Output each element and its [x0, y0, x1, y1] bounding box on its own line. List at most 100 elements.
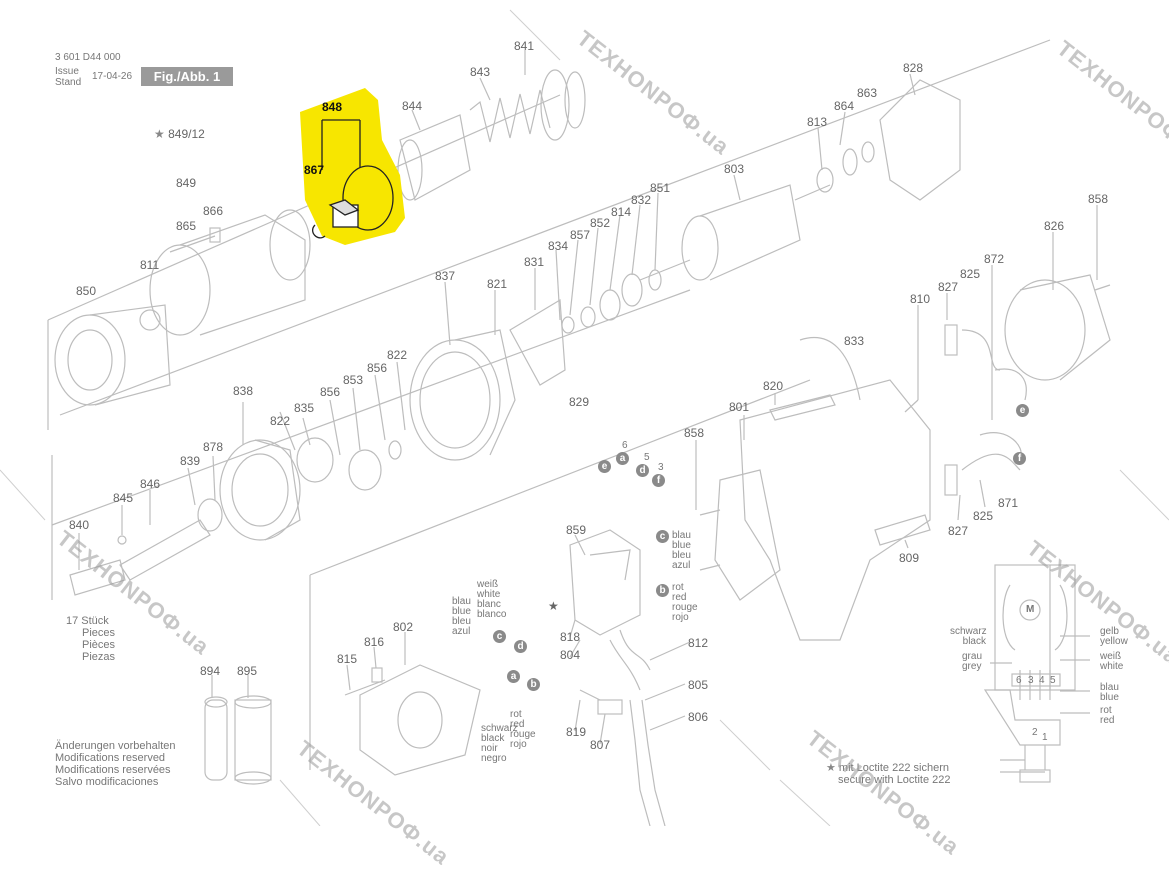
part-label-863[interactable]: 863: [857, 86, 878, 100]
part-label-804[interactable]: 804: [560, 648, 581, 662]
part-label-821[interactable]: 821: [487, 277, 508, 291]
part-label-807[interactable]: 807: [590, 738, 611, 752]
part-label-856-upper[interactable]: 856: [367, 361, 388, 375]
loctite-en: secure with Loctite 222: [838, 774, 951, 786]
part-label-859[interactable]: 859: [566, 523, 587, 537]
part-label-838[interactable]: 838: [233, 384, 254, 398]
schematic-black-label: schwarz black: [950, 626, 987, 647]
red-text: red: [1100, 715, 1115, 726]
issue-date: 17-04-26: [92, 71, 133, 82]
part-label-867[interactable]: 867: [304, 163, 325, 177]
part-label-831[interactable]: 831: [524, 255, 545, 269]
part-label-809[interactable]: 809: [899, 551, 920, 565]
part-label-849-12-text: 849/12: [168, 127, 205, 141]
changes-es: Salvo modificaciones: [55, 776, 159, 788]
part-label-803[interactable]: 803: [724, 162, 745, 176]
part-label-845[interactable]: 845: [113, 491, 134, 505]
part-label-812[interactable]: 812: [688, 636, 709, 650]
red-en: red: [510, 719, 525, 730]
blue-en: blue: [672, 540, 691, 551]
part-label-818[interactable]: 818: [560, 630, 581, 644]
part-label-826[interactable]: 826: [1044, 219, 1065, 233]
part-label-835[interactable]: 835: [294, 401, 315, 415]
pieces-note: 17 Stück Pieces Pièces Piezas: [66, 615, 115, 663]
red-es: rojo: [672, 612, 689, 623]
part-label-815[interactable]: 815: [337, 652, 358, 666]
part-label-866[interactable]: 866: [203, 204, 224, 218]
schematic-yellow-label: gelb yellow: [1100, 627, 1128, 647]
part-label-878[interactable]: 878: [203, 440, 224, 454]
part-label-822-lower[interactable]: 822: [270, 414, 291, 428]
part-label-825-bottom[interactable]: 825: [973, 509, 994, 523]
part-label-801[interactable]: 801: [729, 400, 750, 414]
part-number: 3 601 D44 000: [55, 52, 121, 63]
terminal-4: 4: [1039, 675, 1045, 686]
part-label-841[interactable]: 841: [514, 39, 535, 53]
part-label-850[interactable]: 850: [76, 284, 97, 298]
part-label-816[interactable]: 816: [364, 635, 385, 649]
part-label-894[interactable]: 894: [200, 664, 221, 678]
part-label-833[interactable]: 833: [844, 334, 865, 348]
part-label-820[interactable]: 820: [763, 379, 784, 393]
red-de: rot: [672, 582, 684, 593]
part-label-858-top[interactable]: 858: [1088, 192, 1109, 206]
part-label-832[interactable]: 832: [631, 193, 652, 207]
part-label-844[interactable]: 844: [402, 99, 423, 113]
rot-text: rot: [1100, 705, 1112, 716]
rotor-blue-label: blau blue bleu azul: [452, 597, 471, 637]
part-label-846[interactable]: 846: [140, 477, 161, 491]
part-label-853[interactable]: 853: [343, 373, 364, 387]
black-en: black: [481, 733, 505, 744]
loctite-de: mit Loctite 222 sichern: [838, 762, 949, 774]
motor-symbol: M: [1026, 604, 1035, 615]
part-label-848[interactable]: 848: [322, 100, 343, 114]
blue-fr: bleu: [452, 616, 471, 627]
part-label-825-top[interactable]: 825: [960, 267, 981, 281]
part-label-849-12[interactable]: ★ 849/12: [154, 128, 205, 140]
part-label-828[interactable]: 828: [903, 61, 924, 75]
pieces-en: Pieces: [82, 627, 116, 639]
wire-marker-d: d: [636, 464, 649, 477]
part-label-814[interactable]: 814: [611, 205, 632, 219]
part-label-865[interactable]: 865: [176, 219, 197, 233]
blue-de: blau: [672, 530, 691, 541]
part-label-858-bottom[interactable]: 858: [684, 426, 705, 440]
exploded-parts-diagram: 3 601 D44 000 Issue Stand 17-04-26 Fig./…: [0, 9, 1169, 870]
part-label-851[interactable]: 851: [650, 181, 671, 195]
part-label-819[interactable]: 819: [566, 725, 587, 739]
part-label-871[interactable]: 871: [998, 496, 1019, 510]
part-label-864[interactable]: 864: [834, 99, 855, 113]
part-label-827-bottom[interactable]: 827: [948, 524, 969, 538]
part-label-872[interactable]: 872: [984, 252, 1005, 266]
part-label-852[interactable]: 852: [590, 216, 611, 230]
part-label-843[interactable]: 843: [470, 65, 491, 79]
red-fr: rouge: [510, 729, 536, 740]
red-es: rojo: [510, 739, 527, 750]
part-label-856-lower[interactable]: 856: [320, 385, 341, 399]
grau-text: grau: [962, 651, 983, 662]
part-label-834[interactable]: 834: [548, 239, 569, 253]
part-label-813[interactable]: 813: [807, 115, 828, 129]
schwarz-text: schwarz: [950, 626, 987, 637]
part-label-811[interactable]: 811: [140, 258, 160, 272]
wire-marker-b: b: [656, 584, 669, 597]
part-label-895[interactable]: 895: [237, 664, 258, 678]
part-label-806[interactable]: 806: [688, 710, 709, 724]
blue-en: blue: [452, 606, 471, 617]
part-label-829[interactable]: 829: [569, 395, 590, 409]
terminal-3: 3: [1028, 675, 1034, 686]
part-label-837[interactable]: 837: [435, 269, 456, 283]
part-label-857[interactable]: 857: [570, 228, 591, 242]
part-label-810[interactable]: 810: [910, 292, 931, 306]
diagram-drawing: [0, 9, 1169, 826]
part-label-839[interactable]: 839: [180, 454, 201, 468]
pieces-fr: Pièces: [82, 639, 116, 651]
part-label-827-top[interactable]: 827: [938, 280, 959, 294]
part-label-822-upper[interactable]: 822: [387, 348, 408, 362]
part-label-840[interactable]: 840: [69, 518, 90, 532]
part-label-802[interactable]: 802: [393, 620, 414, 634]
part-label-849[interactable]: 849: [176, 176, 197, 190]
pieces-de: 17 Stück: [66, 615, 109, 627]
blue-es: azul: [452, 626, 471, 637]
part-label-805[interactable]: 805: [688, 678, 709, 692]
